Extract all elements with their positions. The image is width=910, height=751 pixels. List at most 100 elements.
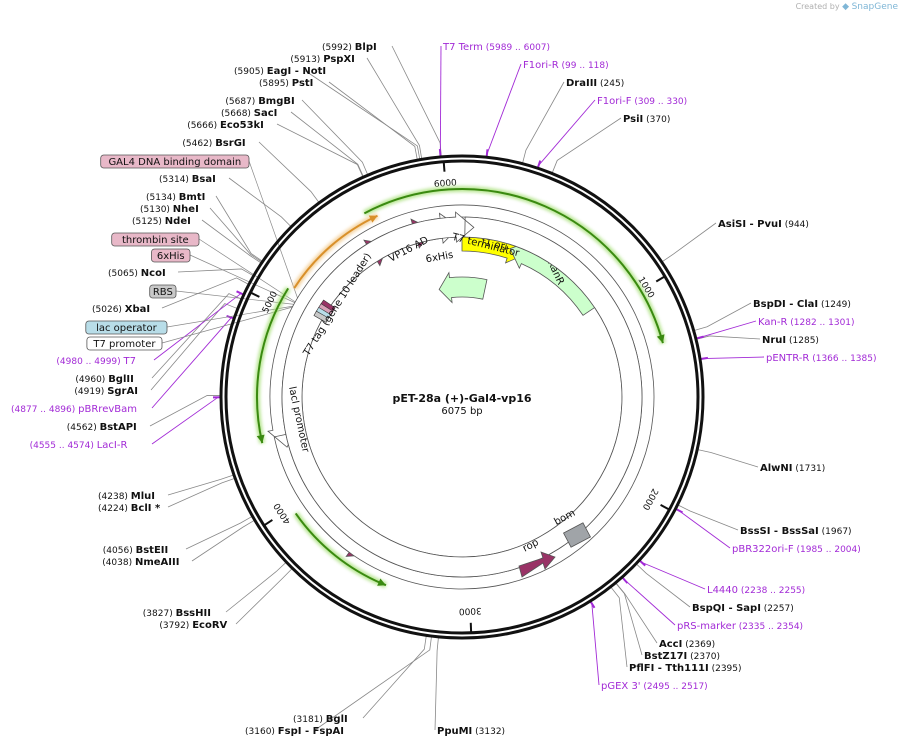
site-sgrai[interactable]: (4919) SgrAI — [74, 386, 138, 397]
site-leader-line — [290, 111, 364, 178]
site-mlui[interactable]: (4238) MluI — [98, 491, 155, 502]
site-extra: - FspAI — [301, 726, 344, 737]
feature-block[interactable] — [313, 310, 329, 323]
site-bstz17i[interactable]: BstZ17I (2370) — [644, 651, 720, 662]
site-name: NruI — [762, 335, 786, 346]
primer-name: L4440 — [707, 585, 738, 596]
label-box — [100, 154, 250, 169]
primer-pentr-r[interactable]: pENTR-R (1366 .. 1385) — [766, 353, 877, 364]
site-label: BssSI - BssSaI (1967) — [740, 526, 852, 537]
feature-kanr-inner[interactable] — [438, 271, 488, 304]
kanr-orf-arc-arrowhead — [656, 334, 665, 344]
bom-block — [562, 522, 592, 548]
label-thrombin-site[interactable]: thrombin site — [111, 232, 200, 247]
primer-prs-marker[interactable]: pRS-marker (2335 .. 2354) — [677, 621, 803, 632]
site-xbai[interactable]: (5026) XbaI — [92, 304, 150, 315]
site-bmgbi[interactable]: (5687) BmgBI — [225, 96, 294, 107]
feature-t7-terminator-mark[interactable] — [281, 211, 643, 578]
site-ndei[interactable]: (5125) NdeI — [132, 216, 191, 227]
site-eco53ki[interactable]: (5666) Eco53kI — [187, 120, 264, 131]
label-t7-promoter[interactable]: T7 promoter — [86, 336, 163, 351]
site-nhei[interactable]: (5130) NheI — [140, 204, 199, 215]
site-label: (4919) SgrAI — [74, 386, 138, 397]
site-position: (4224) — [98, 504, 131, 514]
primer-l4440[interactable]: L4440 (2238 .. 2255) — [707, 585, 805, 596]
primer-position: (1282 .. 1301) — [787, 318, 854, 328]
laci-orf-arc-lower — [294, 512, 387, 587]
label-leader-line — [248, 160, 301, 306]
primer-f1ori-r[interactable]: F1ori-R (99 .. 118) — [523, 60, 609, 71]
site-label: DraIII (245) — [566, 78, 624, 89]
label-6xhis[interactable]: 6xHis — [151, 248, 191, 263]
site-label: AlwNI (1731) — [760, 463, 825, 474]
site-bsai[interactable]: (5314) BsaI — [159, 174, 216, 185]
site-saci[interactable]: (5668) SacI — [221, 108, 277, 119]
label-rbs[interactable]: RBS — [149, 284, 177, 299]
site-pflfi[interactable]: PflFI - Tth111I (2395) — [629, 663, 742, 674]
site-nmeaiii[interactable]: (4038) NmeAIII — [102, 557, 179, 568]
label-lac-operator[interactable]: lac operator — [85, 320, 168, 335]
site-bspqi[interactable]: BspQI - SapI (2257) — [692, 603, 794, 614]
site-acci[interactable]: AccI (2369) — [659, 639, 715, 650]
site-ppumi[interactable]: PpuMI (3132) — [437, 726, 505, 737]
site-label: BspDI - ClaI (1249) — [753, 299, 851, 310]
site-name: EagI — [267, 66, 291, 77]
site-bspdi[interactable]: BspDI - ClaI (1249) — [753, 299, 851, 310]
site-extra: - PvuI — [746, 219, 782, 230]
primer-pbrrevbam[interactable]: (4877 .. 4896) pBRrevBam — [11, 404, 137, 415]
primer-name: pRS-marker — [677, 621, 737, 632]
site-bstapi[interactable]: (4562) BstAPI — [67, 422, 137, 433]
site-blpi[interactable]: (5992) BlpI — [322, 42, 377, 53]
site-position: (1285) — [786, 336, 819, 346]
site-psii[interactable]: PsiI (370) — [623, 114, 670, 125]
site-bglii[interactable]: (4960) BglII — [75, 374, 133, 385]
primer-name: pBR322ori-F — [732, 544, 794, 555]
site-position: (5314) — [159, 175, 192, 185]
site-pspxi[interactable]: (5913) PspXI — [290, 54, 355, 65]
site-label: (5314) BsaI — [159, 174, 216, 185]
site-psti[interactable]: (5895) PstI — [259, 78, 313, 89]
primer-t7[interactable]: (4980 .. 4999) T7 — [56, 356, 136, 367]
primer-position: (4877 .. 4896) — [11, 405, 78, 415]
site-label: (3181) BglI — [293, 714, 348, 725]
site-fspi[interactable]: (3160) FspI - FspAI — [245, 726, 344, 737]
site-asisi[interactable]: AsiSI - PvuI (944) — [718, 219, 809, 230]
site-bsshii[interactable]: (3827) BssHII — [143, 608, 211, 619]
site-leader-line — [693, 302, 752, 332]
primer-t7-term[interactable]: T7 Term (5989 .. 6007) — [442, 42, 550, 53]
site-bsrgi[interactable]: (5462) BsrGI — [182, 138, 245, 149]
label-box — [149, 284, 177, 299]
primer-laci-r[interactable]: (4555 .. 4574) LacI-R — [30, 440, 128, 451]
primer-name: T7 — [123, 356, 136, 367]
site-position: (5125) — [132, 217, 165, 227]
label-text: RBS — [153, 287, 173, 298]
site-position: (5905) — [234, 67, 267, 77]
site-leader-line — [661, 222, 717, 263]
site-nrui[interactable]: NruI (1285) — [762, 335, 819, 346]
label-gal4-dna-binding-domain[interactable]: GAL4 DNA binding domain — [100, 154, 250, 169]
site-bsteii[interactable]: (4056) BstEII — [103, 545, 168, 556]
primer-f1ori-f[interactable]: F1ori-F (309 .. 330) — [597, 96, 687, 107]
primer-position: (1985 .. 2004) — [794, 545, 861, 555]
site-bcli[interactable]: (4224) BclI * — [98, 503, 161, 514]
site-ecorv[interactable]: (3792) EcoRV — [159, 620, 227, 631]
site-leader-line — [677, 504, 739, 531]
site-bsssi[interactable]: BssSI - BssSaI (1967) — [740, 526, 852, 537]
site-label: PflFI - Tth111I (2395) — [629, 663, 742, 674]
site-position: (1731) — [793, 464, 826, 474]
site-ncoi[interactable]: (5065) NcoI — [108, 268, 166, 279]
primer-kan-r[interactable]: Kan-R (1282 .. 1301) — [758, 317, 855, 328]
site-bgli[interactable]: (3181) BglI — [293, 714, 348, 725]
primer-pbr322ori-f[interactable]: pBR322ori-F (1985 .. 2004) — [732, 544, 861, 555]
site-bmti[interactable]: (5134) BmtI — [146, 192, 205, 203]
primer-pgex-3[interactable]: pGEX 3' (2495 .. 2517) — [601, 681, 708, 692]
site-label: (3160) FspI - FspAI — [245, 726, 344, 737]
site-alwni[interactable]: AlwNI (1731) — [760, 463, 825, 474]
site-draiii[interactable]: DraIII (245) — [566, 78, 624, 89]
site-name: BglI — [326, 714, 348, 725]
site-name: Eco53kI — [220, 120, 264, 131]
primer-position: (5989 .. 6007) — [483, 43, 550, 53]
site-extra: * — [152, 503, 161, 514]
site-eagi[interactable]: (5905) EagI - NotI — [234, 66, 326, 77]
site-leader-line — [635, 563, 691, 608]
